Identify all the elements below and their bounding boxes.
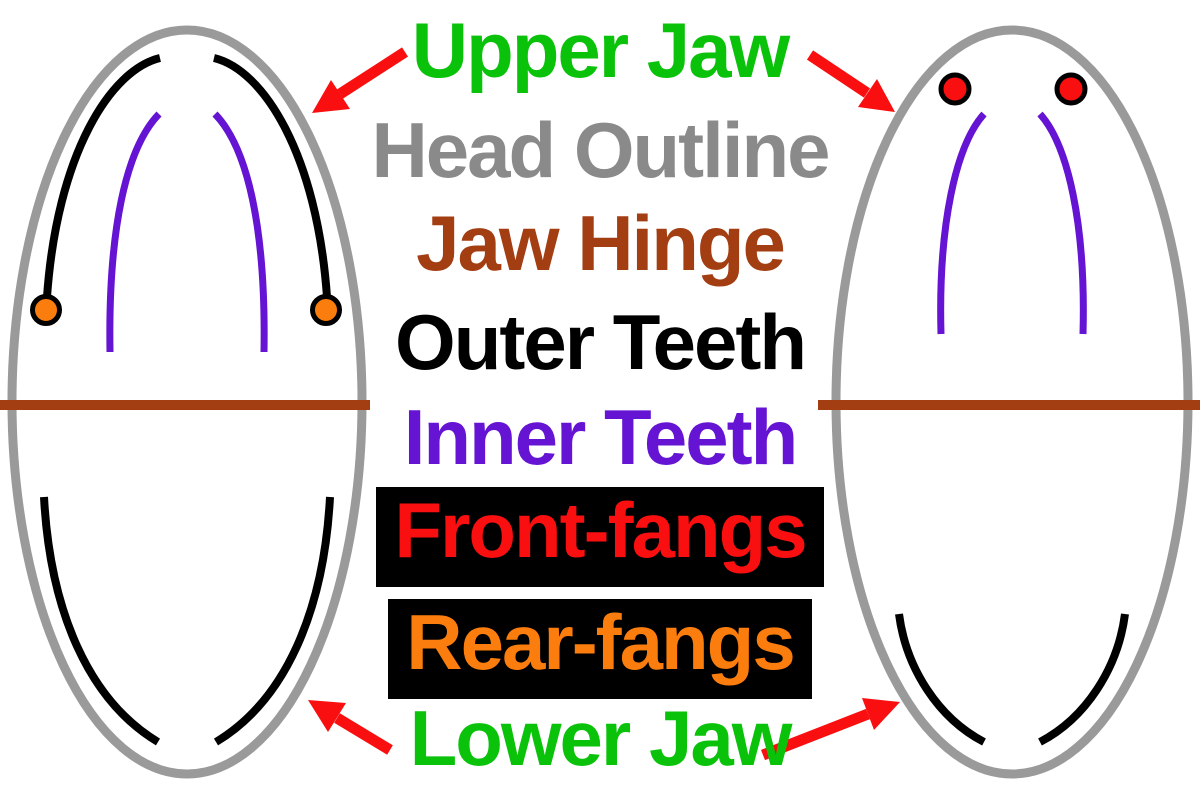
arrowhead (308, 700, 346, 732)
outer-teeth-arc-left (43, 54, 162, 298)
arrowhead (858, 79, 895, 112)
inner-teeth-arc-right (212, 111, 268, 353)
rear-fang-dot-left (30, 294, 62, 326)
lower-jaw-arrow-right (760, 698, 900, 761)
lower-jaw-arrow-left (308, 700, 393, 755)
outer-teeth-arc-right (212, 54, 331, 298)
upper-jaw-arrow-left (312, 47, 408, 113)
lower-jaw-teeth-arc-right (213, 496, 334, 746)
lower-jaw-teeth-arc-left (895, 613, 986, 746)
inner-teeth-arc-right (1037, 111, 1087, 335)
arrowhead (312, 80, 350, 113)
front-fang-dot-right (1054, 72, 1088, 106)
arrowhead (862, 698, 900, 730)
lower-jaw-teeth-arc-right (1038, 613, 1129, 746)
inner-teeth-arc-left (106, 111, 162, 353)
front-fang-dot-left (938, 72, 972, 106)
inner-teeth-arc-left (937, 111, 987, 335)
upper-jaw-arrow-right (806, 50, 895, 112)
lower-jaw-teeth-arc-left (40, 496, 161, 746)
rear-fang-dot-right (310, 294, 342, 326)
